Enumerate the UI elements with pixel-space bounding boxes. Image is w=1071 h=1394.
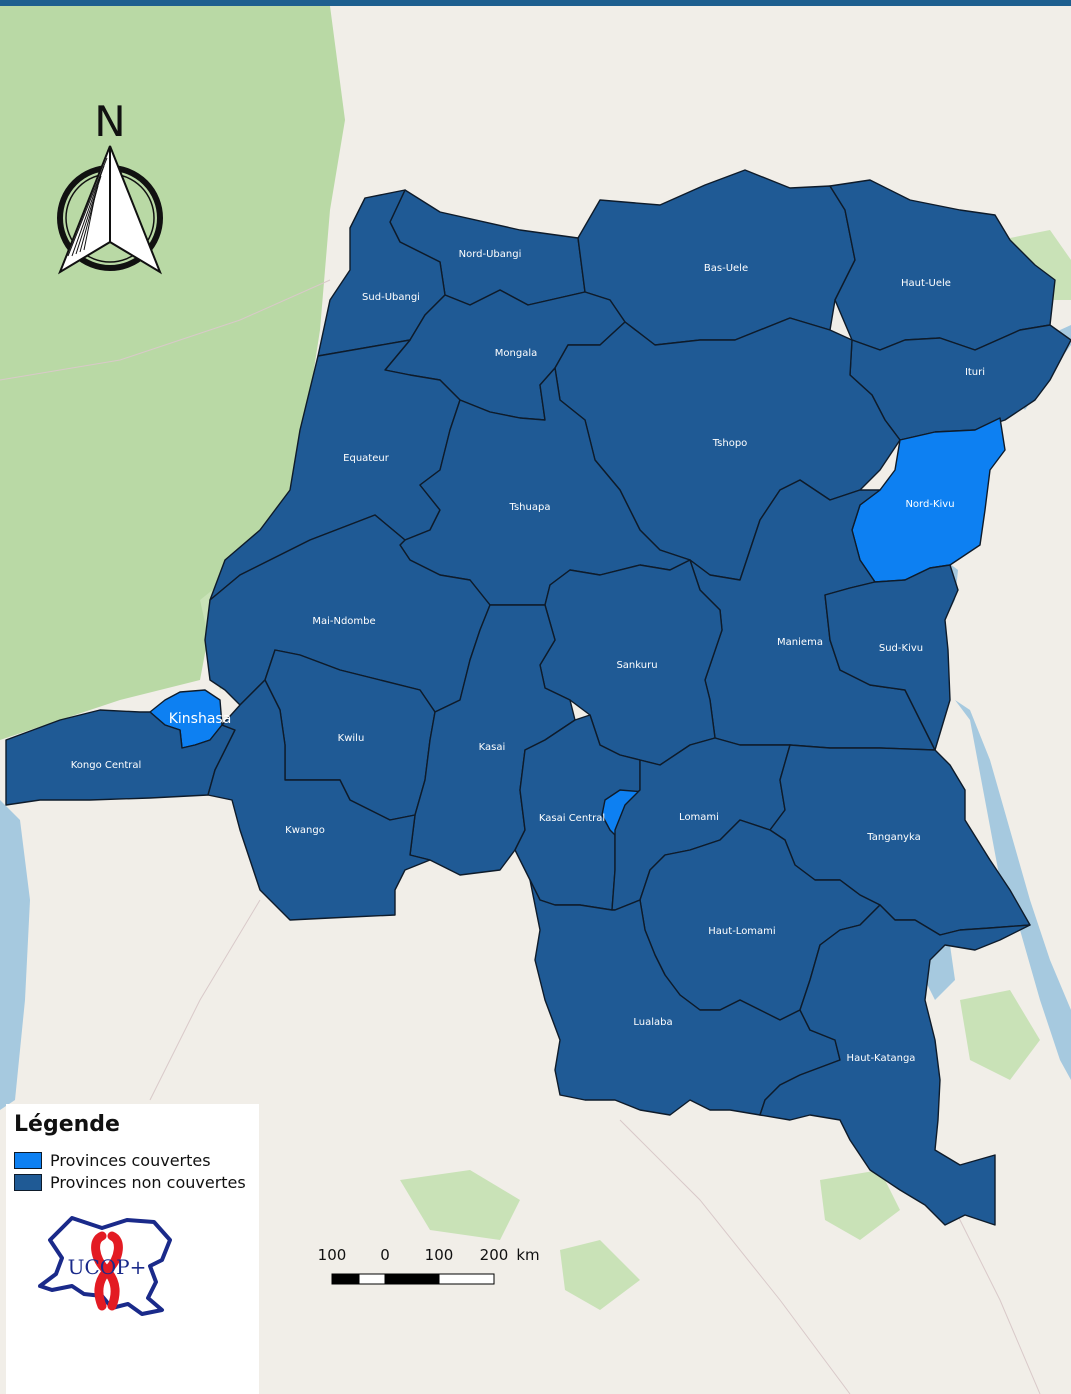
ucop-logo: UCOP+ <box>32 1210 182 1324</box>
logo-text: UCOP+ <box>68 1255 147 1279</box>
label-lomami: Lomami <box>679 812 719 823</box>
province-haut-katanga[interactable] <box>759 904 1031 1226</box>
scale-bar: 100 0 100 200 km <box>310 1246 560 1296</box>
scale-label-200: 200 <box>479 1246 509 1264</box>
forest-area <box>560 1240 640 1310</box>
north-arrow-icon: N <box>52 96 170 280</box>
forest-area <box>960 990 1040 1080</box>
provinces <box>5 169 1071 1226</box>
forest-area <box>400 1170 520 1240</box>
label-kongo-central: Kongo Central <box>71 760 142 771</box>
top-border <box>0 0 1071 6</box>
label-haut-lomami: Haut-Lomami <box>708 926 775 937</box>
province-kongo-central[interactable] <box>5 709 236 806</box>
label-nord-kivu: Nord-Kivu <box>905 499 954 510</box>
forest-area <box>0 6 345 740</box>
road <box>0 279 331 381</box>
legend-title: Légende <box>14 1112 120 1137</box>
legend-item-covered: Provinces couvertes <box>14 1150 211 1170</box>
legend-swatch-covered <box>14 1151 42 1169</box>
label-ituri: Ituri <box>965 367 985 378</box>
lake-tanganyika <box>955 700 1071 1080</box>
label-equateur: Equateur <box>343 453 390 464</box>
label-sud-ubangi: Sud-Ubangi <box>362 292 420 303</box>
road <box>949 1199 1041 1394</box>
forest-area <box>820 1170 900 1240</box>
legend-panel: Légende Provinces couvertes Provinces no… <box>6 1104 259 1394</box>
ocean <box>0 800 30 1110</box>
label-lualaba: Lualaba <box>633 1017 672 1028</box>
label-sankuru: Sankuru <box>616 660 657 671</box>
scale-label-100-left: 100 <box>317 1246 347 1264</box>
road <box>619 1119 851 1394</box>
label-mongala: Mongala <box>495 348 537 359</box>
label-tshopo: Tshopo <box>712 438 748 449</box>
label-tanganyka: Tanganyka <box>866 832 920 843</box>
province-sud-kivu[interactable] <box>824 564 959 751</box>
label-maniema: Maniema <box>777 637 823 648</box>
province-labels: Nord-Ubangi Sud-Ubangi Bas-Uele Haut-Uel… <box>71 249 985 1064</box>
legend-label-uncovered: Provinces non couvertes <box>50 1172 246 1192</box>
legend-label-covered: Provinces couvertes <box>50 1150 211 1170</box>
label-bas-uele: Bas-Uele <box>704 263 748 274</box>
label-kinshasa: Kinshasa <box>169 711 232 727</box>
label-kasai-central: Kasai Central <box>539 813 605 824</box>
legend-item-uncovered: Provinces non couvertes <box>14 1172 246 1192</box>
label-kwango: Kwango <box>285 825 325 836</box>
north-letter: N <box>94 97 125 146</box>
label-tshuapa: Tshuapa <box>509 502 551 513</box>
scale-unit: km <box>516 1246 540 1264</box>
red-ribbon-icon <box>91 1231 123 1311</box>
label-sud-kivu: Sud-Kivu <box>879 643 923 654</box>
label-kwilu: Kwilu <box>338 733 365 744</box>
scale-label-100: 100 <box>424 1246 454 1264</box>
province-kwango[interactable] <box>207 679 431 921</box>
label-mai-ndombe: Mai-Ndombe <box>312 616 375 627</box>
scale-bar-graphic <box>331 1273 495 1285</box>
lake-mweru <box>925 945 955 1000</box>
label-nord-ubangi: Nord-Ubangi <box>459 249 522 260</box>
scale-label-0: 0 <box>380 1246 390 1264</box>
label-haut-katanga: Haut-Katanga <box>847 1053 916 1064</box>
label-haut-uele: Haut-Uele <box>901 278 951 289</box>
label-kasai: Kasai <box>479 742 506 753</box>
road <box>149 899 261 1101</box>
legend-swatch-uncovered <box>14 1173 42 1191</box>
